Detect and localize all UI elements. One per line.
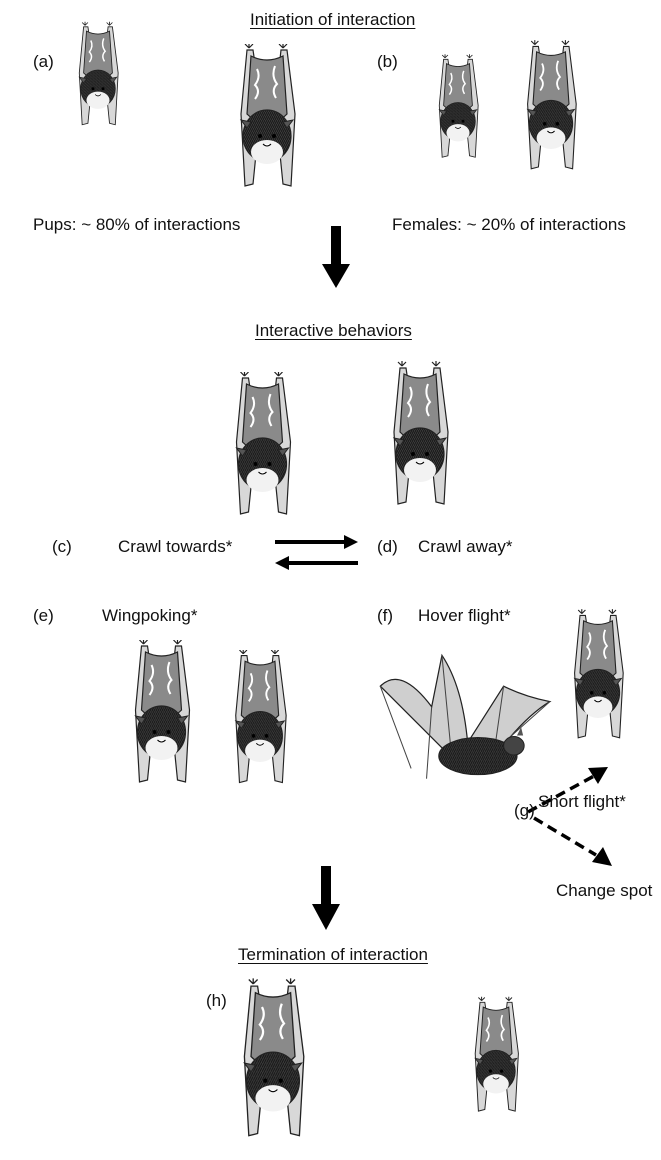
panel-label-d: (d) <box>377 538 398 555</box>
crawl-left-arrow <box>275 556 358 570</box>
bat-crawl-c <box>200 372 325 522</box>
crawl-away-label: Crawl away* <box>418 538 512 555</box>
crawl-right-arrow <box>275 535 358 549</box>
bat-wingpoking-e1 <box>94 640 229 790</box>
heading-initiation: Initiation of interaction <box>250 11 415 28</box>
bat-termination-h2 <box>456 985 536 1130</box>
panel-label-c: (c) <box>52 538 72 555</box>
bat-adult-b2 <box>506 26 596 191</box>
short-flight-label: Short flight* <box>538 793 626 810</box>
crawl-towards-label: Crawl towards* <box>118 538 232 555</box>
wingpoking-label: Wingpoking* <box>102 607 197 624</box>
down-arrow-2 <box>312 866 340 930</box>
panel-label-b: (b) <box>377 53 398 70</box>
heading-interactive: Interactive behaviors <box>255 322 412 339</box>
bat-hover-flight <box>370 632 555 802</box>
short-flight-down-arrow <box>534 818 612 866</box>
down-arrow-1 <box>322 226 350 288</box>
panel-label-e: (e) <box>33 607 54 624</box>
panel-label-a: (a) <box>33 53 54 70</box>
change-spot-label: Change spot <box>556 882 652 899</box>
bat-adult-a2 <box>212 44 322 194</box>
bat-pup-b1 <box>422 44 494 174</box>
panel-label-f: (f) <box>377 607 393 624</box>
bat-crawl-d <box>370 354 470 520</box>
bat-wingpoking-e2 <box>210 650 310 790</box>
heading-termination: Termination of interaction <box>238 946 428 963</box>
bat-termination-h1 <box>218 976 328 1148</box>
hover-flight-label: Hover flight* <box>418 607 511 624</box>
bat-hover-target <box>553 590 643 765</box>
pups-percentage-label: Pups: ~ 80% of interactions <box>33 216 240 233</box>
bat-pup-a1 <box>62 14 134 139</box>
females-percentage-label: Females: ~ 20% of interactions <box>392 216 626 233</box>
panel-label-g: (g) <box>514 802 535 819</box>
